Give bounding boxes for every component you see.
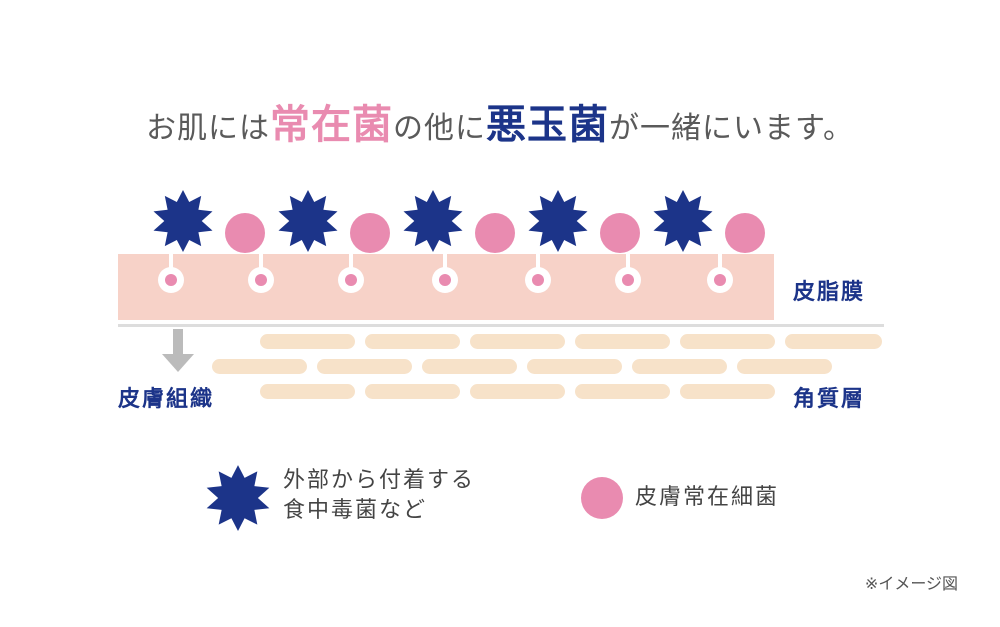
common-bacteria-icon xyxy=(600,213,640,253)
bacteria-row xyxy=(153,190,765,253)
title-part1: お肌には xyxy=(146,111,270,146)
title-part3: が一緒にいます。 xyxy=(609,111,854,146)
common-bacteria-icon xyxy=(475,213,515,253)
bad-bacteria-icon xyxy=(153,190,213,252)
skin-tissue-label: 皮膚組織 xyxy=(118,387,215,412)
title-highlight-bad-bacteria: 悪玉菌 xyxy=(486,102,609,148)
common-bacteria-icon xyxy=(350,213,390,253)
legend-common-bacteria-icon xyxy=(581,477,623,519)
skin-surface-line xyxy=(118,324,884,327)
common-bacteria-icon xyxy=(725,213,765,253)
legend-bad-bacteria-icon xyxy=(206,465,270,531)
legend-bad-bacteria-line2: 食中毒菌など xyxy=(283,498,428,523)
bad-bacteria-icon xyxy=(653,190,713,252)
bad-bacteria-icon xyxy=(528,190,588,252)
stratum-corneum-label: 角質層 xyxy=(793,387,866,412)
legend-common-bacteria-text: 皮膚常在細菌 xyxy=(635,485,780,510)
pore-group xyxy=(158,254,733,293)
title-highlight-common-bacteria: 常在菌 xyxy=(270,102,393,148)
page-title: お肌には常在菌の他に悪玉菌が一緒にいます。 xyxy=(0,92,1000,150)
image-note: ※イメージ図 xyxy=(864,574,958,593)
arrow-down-icon xyxy=(162,329,194,372)
legend-bad-bacteria-line1: 外部から付着する xyxy=(283,468,476,493)
sebum-membrane-label: 皮脂膜 xyxy=(793,280,866,305)
common-bacteria-icon xyxy=(225,213,265,253)
bad-bacteria-icon xyxy=(403,190,463,252)
title-part2: の他に xyxy=(393,111,486,146)
stratum-corneum-layer xyxy=(212,334,882,399)
legend-bad-bacteria-text: 外部から付着する 食中毒菌など xyxy=(283,466,475,526)
bad-bacteria-icon xyxy=(278,190,338,252)
